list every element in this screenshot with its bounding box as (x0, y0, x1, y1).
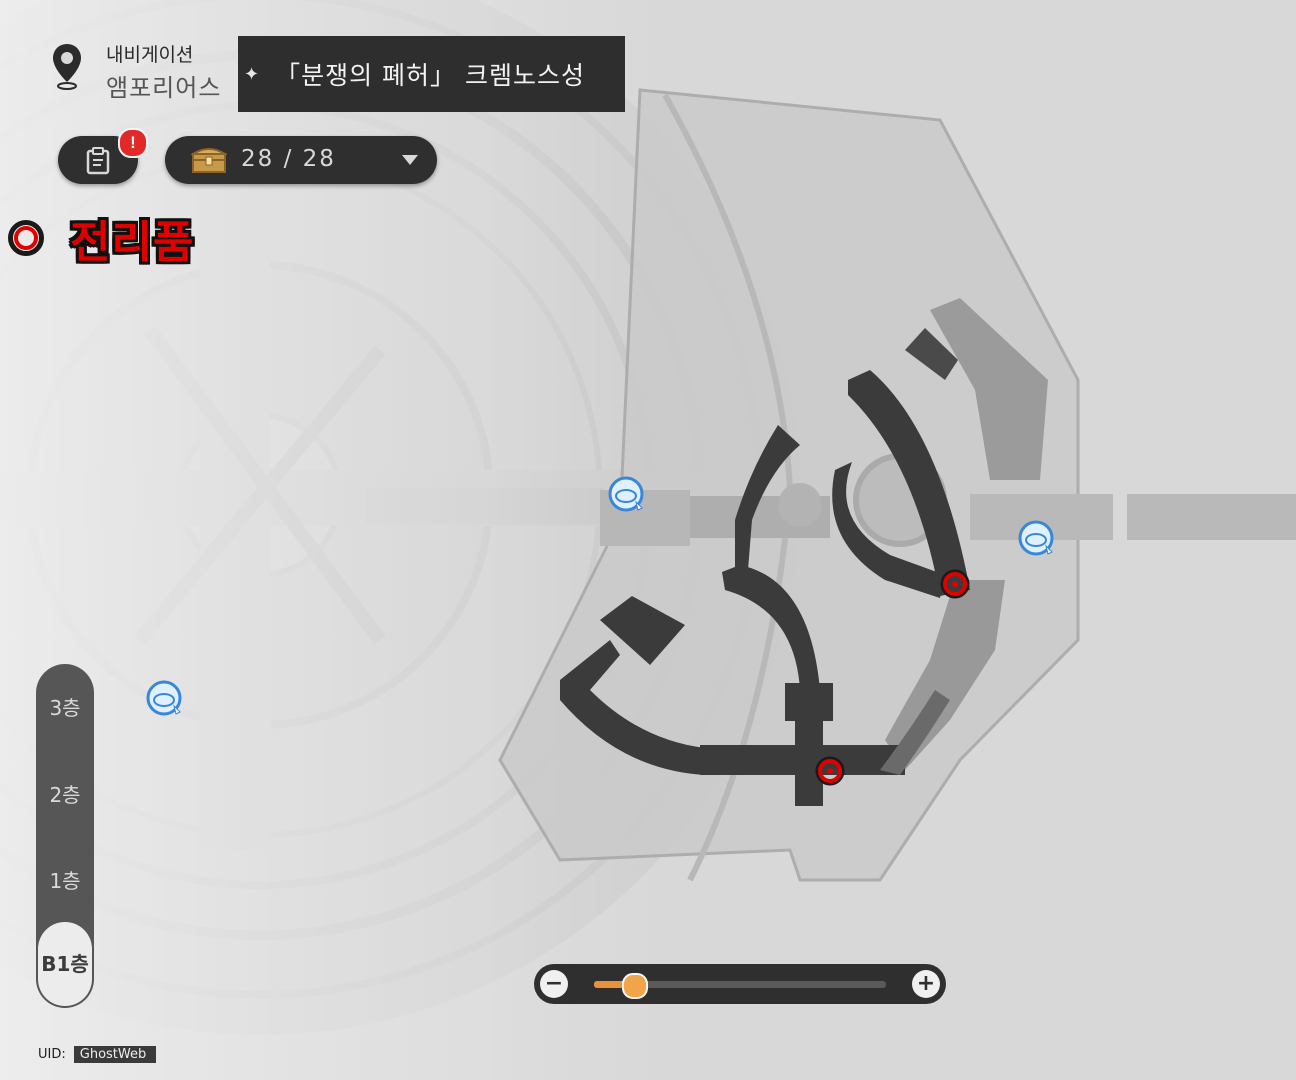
teleport-icon[interactable] (1018, 520, 1054, 556)
dropdown-arrow-icon (402, 155, 418, 165)
uid-display: UID: GhostWeb (38, 1046, 157, 1063)
loot-marker[interactable] (815, 756, 845, 786)
red-circle-icon (8, 220, 44, 256)
region-name: 앰포리어스 (106, 74, 222, 102)
zoom-slider-thumb[interactable] (621, 973, 648, 999)
north-wing (930, 298, 1048, 480)
b1-paths (560, 328, 970, 806)
zoom-slider-track[interactable] (594, 973, 886, 999)
legend-label: 전리품 (70, 217, 195, 268)
uid-value: GhostWeb (73, 1046, 157, 1063)
mission-log-button[interactable]: ! (58, 128, 148, 184)
floor-3[interactable]: 3층 (49, 696, 81, 720)
zoom-out-button[interactable]: − (540, 970, 568, 998)
fountain (778, 483, 822, 527)
loot-marker[interactable] (940, 569, 970, 599)
uid-label: UID: (38, 1047, 66, 1062)
zoom-control: − + (534, 964, 946, 1004)
teleport-icon[interactable] (146, 680, 182, 716)
area-banner[interactable]: ✦ 「분쟁의 폐허」 크렘노스성 (238, 36, 625, 112)
zoom-in-button[interactable]: + (912, 970, 940, 998)
zoom-slider-fill (594, 981, 635, 988)
floor-b1-active[interactable]: B1층 (38, 922, 92, 1006)
location-pin-icon (53, 44, 81, 90)
teleport-icon[interactable] (608, 476, 644, 512)
floor-2[interactable]: 2층 (49, 783, 81, 807)
alert-badge: ! (118, 128, 148, 158)
navigation-label: 내비게이션 (106, 44, 194, 66)
area-title: 「분쟁의 폐허」 크렘노스성 (275, 61, 585, 90)
treasure-counter-dropdown[interactable]: 28 / 28 (165, 136, 437, 184)
loot-legend: 전리품 (8, 206, 194, 270)
treasure-count: 28 / 28 (241, 146, 336, 172)
floor-selector: 3층 2층 1층 B1층 (36, 664, 94, 1008)
clipboard-icon (86, 147, 110, 175)
floor-1[interactable]: 1층 (49, 869, 81, 893)
east-corridor (970, 494, 1296, 540)
sparkle-icon: ✦ (244, 63, 260, 85)
treasure-chest-icon (191, 148, 227, 173)
